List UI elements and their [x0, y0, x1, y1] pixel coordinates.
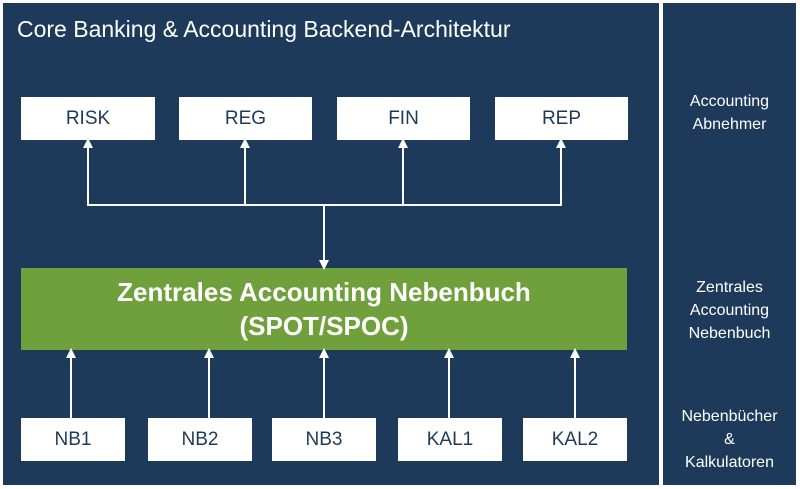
layer-label-sources-line1: Nebenbücher [681, 408, 778, 425]
layer-labels-panel [663, 3, 796, 485]
central-ledger-box: Zentrales Accounting Nebenbuch (SPOT/SPO… [21, 268, 627, 350]
layer-label-central-line2: Accounting [689, 302, 770, 319]
layer-label-central: Zentrales Accounting Nebenbuch [663, 276, 796, 345]
source-box-kal1: KAL1 [398, 418, 502, 461]
consumer-box-fin: FIN [337, 97, 470, 140]
layer-label-consumers: Accounting Abnehmer [663, 90, 796, 136]
consumer-box-risk: RISK [21, 97, 155, 140]
source-box-nb3: NB3 [272, 418, 376, 461]
central-ledger-title: Zentrales Accounting Nebenbuch [117, 277, 531, 307]
consumer-box-rep: REP [495, 97, 628, 140]
layer-label-consumers-line2: Abnehmer [692, 116, 767, 133]
diagram-title: Core Banking & Accounting Backend-Archit… [17, 16, 511, 42]
source-box-kal2: KAL2 [523, 418, 627, 461]
layer-label-central-line1: Zentrales [696, 279, 763, 296]
layer-label-sources-line2: & [724, 431, 735, 448]
central-ledger-subtitle: (SPOT/SPOC) [239, 311, 409, 341]
layer-label-central-line3: Nebenbuch [688, 325, 771, 342]
source-box-nb2: NB2 [148, 418, 252, 461]
diagram-panel [3, 3, 659, 485]
source-box-nb1: NB1 [21, 418, 125, 461]
consumer-box-reg: REG [179, 97, 312, 140]
layer-label-sources-line3: Kalkulatoren [685, 454, 774, 471]
layer-label-sources: Nebenbücher & Kalkulatoren [663, 405, 796, 474]
layer-label-consumers-line1: Accounting [689, 93, 770, 110]
